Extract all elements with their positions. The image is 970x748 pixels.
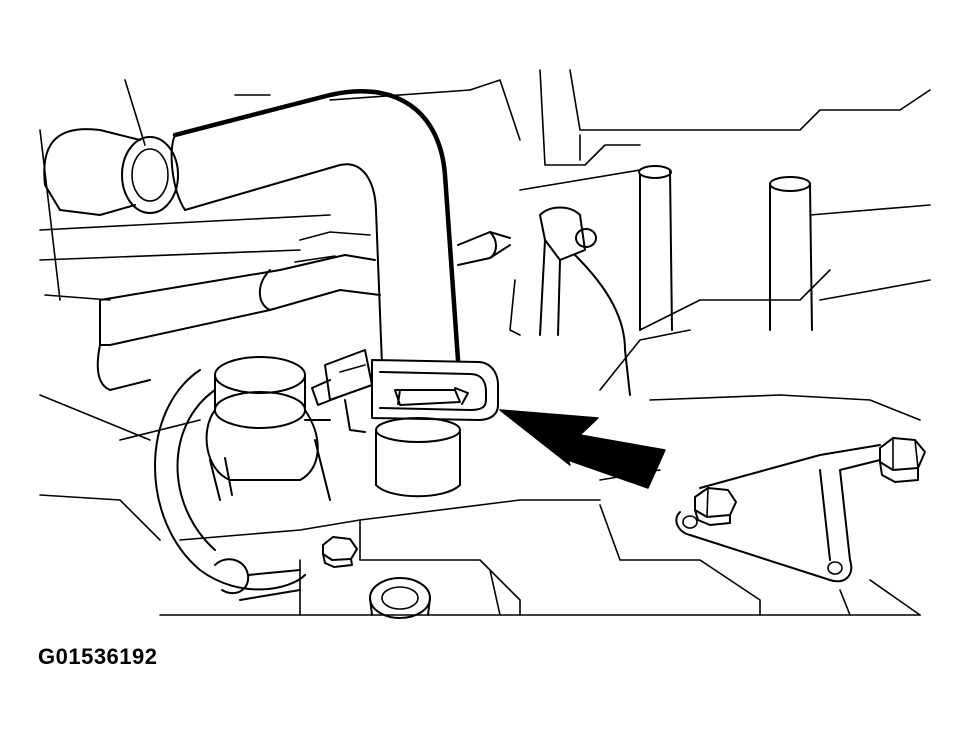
pipe-stub	[375, 417, 461, 498]
bolt-right-top	[879, 437, 926, 483]
hose-clamp	[371, 359, 499, 421]
sensor-body	[154, 356, 331, 591]
hose	[170, 89, 461, 366]
figure-code: G01536192	[38, 644, 158, 669]
right-bracket	[509, 206, 631, 396]
mounting-plate	[675, 444, 881, 583]
pointer-arrow	[499, 409, 666, 489]
round-boss	[369, 577, 431, 619]
bolt-right-mid	[694, 487, 737, 526]
upper-tube	[43, 128, 179, 216]
engine-block-outline	[39, 69, 931, 616]
bolt-lower-left	[322, 536, 358, 568]
wire-harness	[96, 231, 511, 391]
lower-bracket	[214, 558, 301, 601]
